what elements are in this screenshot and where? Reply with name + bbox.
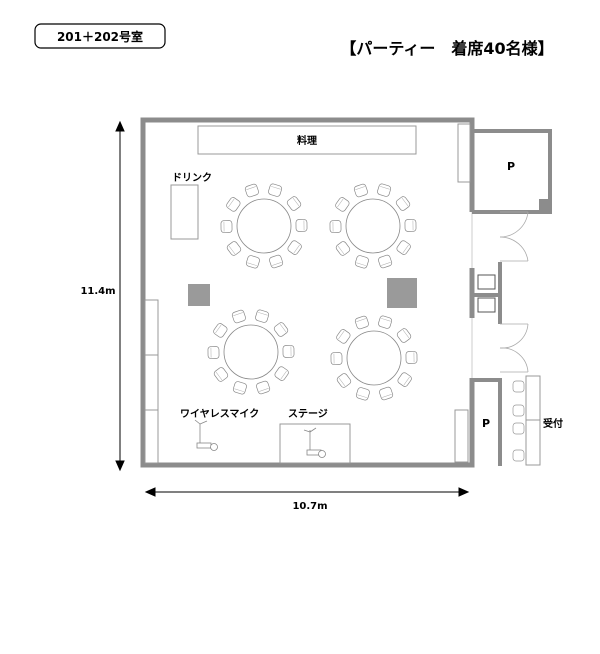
chair	[354, 315, 369, 330]
table-top	[345, 198, 401, 254]
pillar-corner	[539, 199, 549, 211]
chair	[354, 255, 369, 269]
width-label: 10.7m	[292, 501, 327, 512]
chair	[396, 240, 411, 255]
chair	[512, 380, 525, 393]
chair	[353, 183, 368, 198]
chair	[404, 219, 417, 232]
left-wall-fixture	[144, 299, 159, 464]
pillar-bottom-label: P	[482, 417, 490, 430]
chair	[405, 351, 418, 364]
chair	[378, 315, 393, 329]
reception-chairs	[512, 380, 525, 462]
wireless-mic-label: ワイヤレスマイク	[180, 408, 259, 420]
table-top	[236, 198, 292, 254]
chair	[255, 309, 270, 323]
chair	[273, 322, 289, 337]
height-dimension	[115, 120, 125, 472]
chair	[232, 381, 247, 395]
plan-title: 【パーティー 着席40名様】	[340, 39, 553, 58]
round-table	[329, 183, 417, 269]
chair	[282, 345, 295, 358]
room-label-box	[34, 23, 166, 49]
chair	[244, 183, 259, 198]
chair	[379, 386, 394, 401]
chair	[213, 367, 229, 382]
chair	[268, 183, 283, 197]
chair	[512, 404, 525, 417]
chair	[287, 240, 302, 255]
switch-box	[477, 297, 496, 313]
double-door[interactable]	[499, 323, 529, 373]
chair	[226, 197, 241, 212]
chair	[220, 220, 233, 233]
chair	[295, 219, 308, 232]
pillar	[387, 278, 417, 308]
chair	[269, 254, 284, 269]
stage-label: ステージ	[288, 408, 328, 420]
chair	[207, 346, 220, 359]
chair	[396, 328, 412, 343]
stage-mic-icon	[303, 427, 326, 458]
round-table	[207, 309, 295, 395]
switch-box	[477, 274, 496, 290]
chair	[335, 241, 351, 256]
chair	[397, 372, 412, 387]
chair	[330, 352, 343, 365]
chair	[355, 387, 370, 401]
drink-table	[170, 184, 199, 240]
room-label: 201＋202号室	[57, 29, 143, 44]
chair	[378, 254, 393, 269]
table-top	[346, 330, 402, 386]
chair	[245, 255, 260, 269]
pillar-top-label: P	[507, 160, 515, 173]
corridor-walls	[472, 262, 502, 324]
chair	[329, 220, 342, 233]
chair	[226, 241, 242, 256]
wireless-mic-icon	[194, 419, 218, 451]
reception-label: 受付	[543, 417, 563, 430]
height-label: 11.4m	[80, 286, 115, 297]
right-wall-fixture	[454, 409, 469, 463]
round-tables	[207, 183, 418, 401]
chair	[213, 323, 228, 338]
chair	[336, 329, 351, 344]
chair	[395, 196, 411, 211]
table-top	[223, 324, 279, 380]
double-door[interactable]	[499, 211, 529, 262]
right-wall-fixture	[457, 123, 471, 183]
chair	[377, 183, 392, 197]
round-table	[330, 315, 418, 401]
stage	[279, 423, 351, 464]
chair	[274, 366, 289, 381]
chair	[286, 196, 302, 211]
chair	[512, 449, 525, 462]
round-table	[220, 183, 308, 269]
pillar	[188, 284, 210, 306]
drink-label: ドリンク	[172, 172, 212, 184]
pillar-room-bottom	[472, 378, 502, 466]
chair	[231, 309, 246, 324]
chair	[256, 380, 271, 395]
chair	[336, 373, 352, 388]
chair	[512, 422, 525, 435]
width-dimension	[144, 487, 470, 497]
food-label: 料理	[297, 134, 317, 147]
chair	[335, 197, 350, 212]
food-table	[197, 125, 417, 155]
